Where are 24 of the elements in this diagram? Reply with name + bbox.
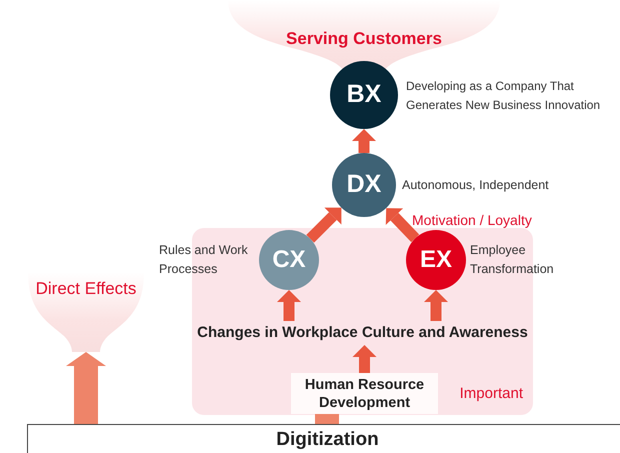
description-text: Employee Transformation bbox=[470, 242, 555, 278]
node-label: BX bbox=[346, 79, 382, 110]
arrow bbox=[306, 208, 342, 243]
base-bar bbox=[27, 424, 620, 453]
arrow bbox=[386, 208, 420, 242]
node-label: Important bbox=[460, 384, 523, 404]
arrow bbox=[66, 352, 106, 424]
node-label: Digitization bbox=[276, 428, 379, 452]
node-label: Serving Customers bbox=[285, 28, 443, 50]
node-label: Human Resource Development bbox=[304, 376, 426, 412]
process-box bbox=[291, 373, 438, 414]
arrow bbox=[352, 345, 376, 373]
node-label: EX bbox=[420, 245, 452, 275]
node-label: DX bbox=[346, 169, 382, 200]
arrow bbox=[352, 129, 376, 153]
arrow bbox=[424, 290, 448, 321]
node-label: Direct Effects bbox=[34, 278, 138, 300]
description-text: Rules and Work Processes bbox=[159, 242, 249, 278]
node-label: CX bbox=[272, 245, 306, 275]
edge-label: Motivation / Loyalty bbox=[412, 211, 532, 230]
node-label: Changes in Workplace Culture and Awareness bbox=[197, 322, 528, 343]
description-text: Developing as a Company That Generates New Business Innovation bbox=[406, 78, 602, 114]
arrow bbox=[277, 290, 301, 321]
description-text: Autonomous, Independent bbox=[402, 177, 550, 194]
